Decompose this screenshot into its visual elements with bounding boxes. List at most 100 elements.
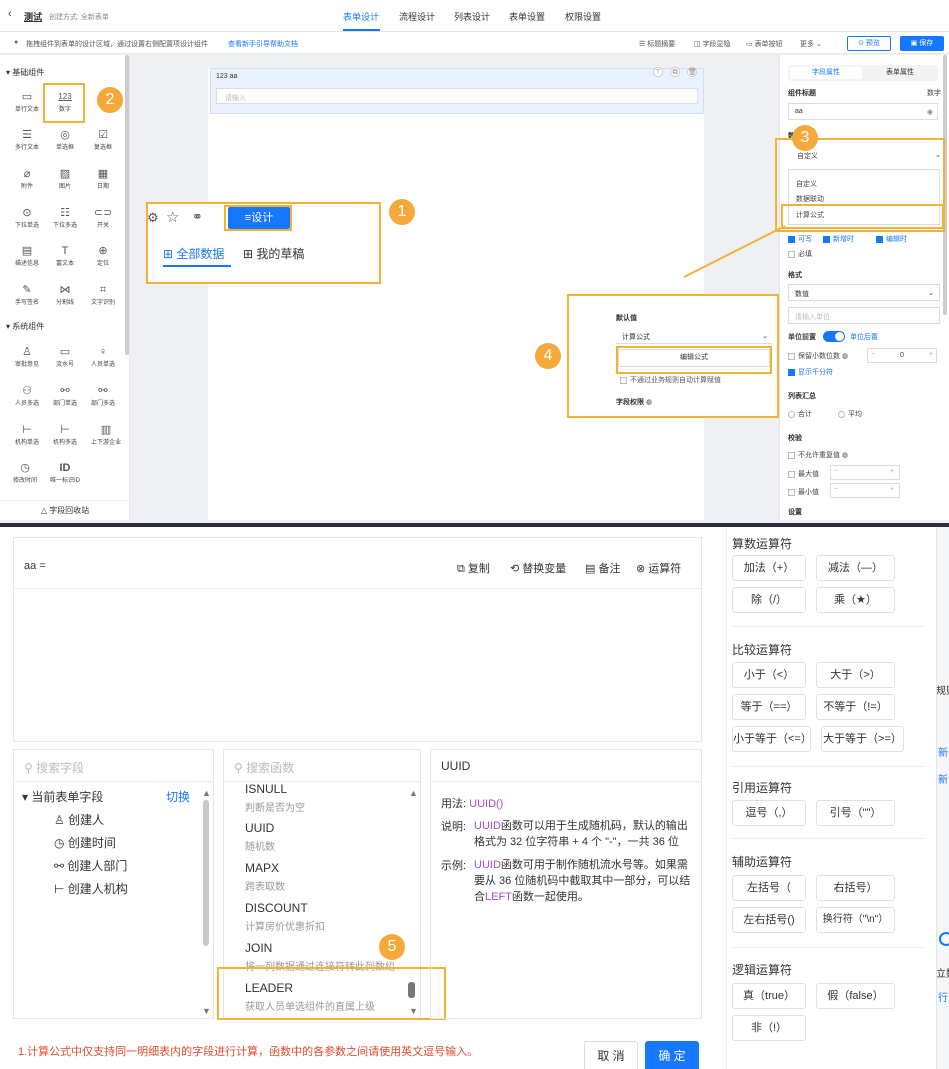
perm-on-edit[interactable]: 编辑时 (876, 234, 907, 244)
preview-button[interactable]: ⊙ 预览 (847, 36, 891, 51)
op-left-paren[interactable]: 左括号（ (732, 875, 806, 901)
op-paren-pair[interactable]: 左右括号() (732, 907, 806, 933)
edit-formula-button[interactable]: 编辑公式 (618, 349, 770, 367)
help-doc-link[interactable]: 查看新手引导帮助文档 (228, 41, 298, 48)
copy-tool[interactable]: ⧉ 复制 (457, 560, 490, 576)
star-icon[interactable]: ☆ (166, 209, 180, 226)
op-false[interactable]: 假（false） (816, 983, 895, 1009)
comp-partner[interactable]: ▥上下游企业 (84, 423, 128, 446)
op-not[interactable]: 非（!） (732, 1015, 806, 1041)
scroll-down-icon[interactable]: ▼ (202, 1006, 211, 1016)
tab-all-data[interactable]: ⊞ 全部数据 (163, 245, 224, 262)
link-icon[interactable]: ⚭ (192, 209, 203, 224)
comp-person-multi[interactable]: ⚇人员多选 (8, 384, 46, 407)
cancel-button[interactable]: 取 消 (584, 1041, 638, 1069)
scroll-down-icon[interactable]: ▼ (409, 1006, 418, 1016)
formula-input-area[interactable]: aa = ⧉ 复制 ⟲ 替换变量 ▤ 备注 ⊗ 运算符 (13, 537, 702, 742)
comp-ocr[interactable]: ⌗文字识别 (84, 283, 122, 306)
tab-list-design[interactable]: 列表设计 (454, 12, 491, 22)
tab-form-props[interactable]: 表单属性 (886, 69, 914, 76)
comp-multiline-text[interactable]: ☰多行文本 (8, 128, 46, 151)
op-quote[interactable]: 引号（""） (816, 800, 895, 826)
op-not-equal[interactable]: 不等于（!=） (816, 694, 895, 720)
tab-my-draft[interactable]: ⊞ 我的草稿 (243, 245, 304, 262)
minus-icon[interactable]: − (834, 486, 839, 493)
auto-calc-check[interactable]: 不通过业务规则自动计算赋值 (620, 375, 721, 385)
delete-icon[interactable]: 🗑 (687, 67, 697, 77)
comp-description[interactable]: ▤描述信息 (8, 244, 46, 267)
comp-checkbox[interactable]: ☑复选框 (84, 128, 122, 151)
plus-icon[interactable]: + (929, 351, 934, 358)
field-input[interactable]: 请输入 (216, 88, 698, 104)
number-field-block[interactable]: 123 aa 请输入 ⊤ ⧉ 🗑 (210, 67, 704, 114)
tab-form-settings[interactable]: 表单设置 (509, 12, 546, 22)
comp-divider[interactable]: ⋈分割线 (46, 283, 84, 306)
plus-icon[interactable]: + (890, 468, 895, 475)
tab-flow-design[interactable]: 流程设计 (399, 12, 436, 22)
option-custom[interactable]: 自定义 (796, 181, 817, 188)
plus-icon[interactable]: + (890, 486, 895, 493)
comp-approval[interactable]: ♙审批意见 (8, 345, 46, 368)
perm-on-create[interactable]: 新增时 (823, 234, 854, 244)
min-stepper[interactable]: −+ (830, 483, 900, 498)
min-check[interactable]: 最小值 (788, 487, 819, 497)
field-list-scrollbar[interactable] (203, 800, 209, 946)
replace-var-tool[interactable]: ⟲ 替换变量 (510, 560, 566, 576)
unit-position-toggle[interactable] (823, 331, 845, 342)
default-value-select[interactable]: 计算公式⌄ (616, 329, 772, 344)
title-summary-tool[interactable]: ☰ 标题摘要 (639, 39, 675, 49)
scroll-up-icon[interactable]: ▲ (409, 788, 418, 798)
thousands-check[interactable]: 显示千分符 (788, 367, 833, 377)
comp-signature[interactable]: ✎手写签名 (8, 283, 46, 306)
tab-field-props[interactable]: 字段属性 (790, 67, 862, 79)
scroll-up-icon[interactable]: ▲ (202, 788, 211, 798)
design-button[interactable]: ≡设计 (228, 207, 290, 229)
op-right-paren[interactable]: 右括号） (816, 875, 895, 901)
option-linkage[interactable]: 数据联动 (796, 196, 824, 203)
comp-switch[interactable]: ⊂⊃开关 (84, 206, 122, 229)
op-multiply[interactable]: 乘（★） (816, 587, 895, 613)
left-panel-scrollbar[interactable] (125, 55, 129, 355)
max-stepper[interactable]: −+ (830, 465, 900, 480)
minus-icon[interactable]: − (871, 351, 876, 358)
eye-icon[interactable]: ◉ (926, 109, 933, 116)
comp-org-multi[interactable]: ⊢机构多选 (46, 423, 84, 446)
note-tool[interactable]: ▤ 备注 (585, 560, 620, 576)
op-add[interactable]: 加法（+） (732, 555, 806, 581)
field-visibility-tool[interactable]: ◫ 字段显隐 (694, 39, 731, 49)
minus-icon[interactable]: − (834, 468, 839, 475)
save-button[interactable]: ▣ 保存 (900, 36, 944, 51)
comp-org-single[interactable]: ⊢机构单选 (8, 423, 46, 446)
tab-permission-settings[interactable]: 权限设置 (565, 12, 602, 22)
comp-dept-single[interactable]: ⚯部门单选 (46, 384, 84, 407)
comp-location[interactable]: ⊕定位 (84, 244, 122, 267)
comp-date[interactable]: ▦日期 (84, 167, 122, 190)
comp-radio[interactable]: ◎单选框 (46, 128, 84, 151)
operator-tool[interactable]: ⊗ 运算符 (636, 560, 681, 576)
basic-components-header[interactable]: ▾ 基础组件 (6, 67, 44, 78)
field-recycle-bin[interactable]: △ 字段回收站 (0, 500, 130, 520)
op-greater[interactable]: 大于（>） (816, 662, 895, 688)
more-menu[interactable]: 更多 ⌄ (800, 39, 822, 49)
right-panel-scrollbar[interactable] (943, 55, 947, 315)
op-true[interactable]: 真（true） (732, 983, 806, 1009)
required-check[interactable]: 必填 (788, 249, 812, 259)
comp-image[interactable]: ▨图片 (46, 167, 84, 190)
op-subtract[interactable]: 减法（—） (816, 555, 895, 581)
function-list-scrollbar[interactable] (408, 982, 415, 998)
comp-dept-multi[interactable]: ⚯部门多选 (84, 384, 122, 407)
form-buttons-tool[interactable]: ▭ 表单按钮 (746, 39, 783, 49)
unit-input[interactable]: 请输入单位 (788, 307, 940, 324)
perm-writable[interactable]: 可写 (788, 234, 812, 244)
op-divide[interactable]: 除（/） (732, 587, 806, 613)
comp-dropdown-single[interactable]: ⊙下拉单选 (8, 206, 46, 229)
op-less-equal[interactable]: 小于等于（<=） (732, 726, 812, 752)
